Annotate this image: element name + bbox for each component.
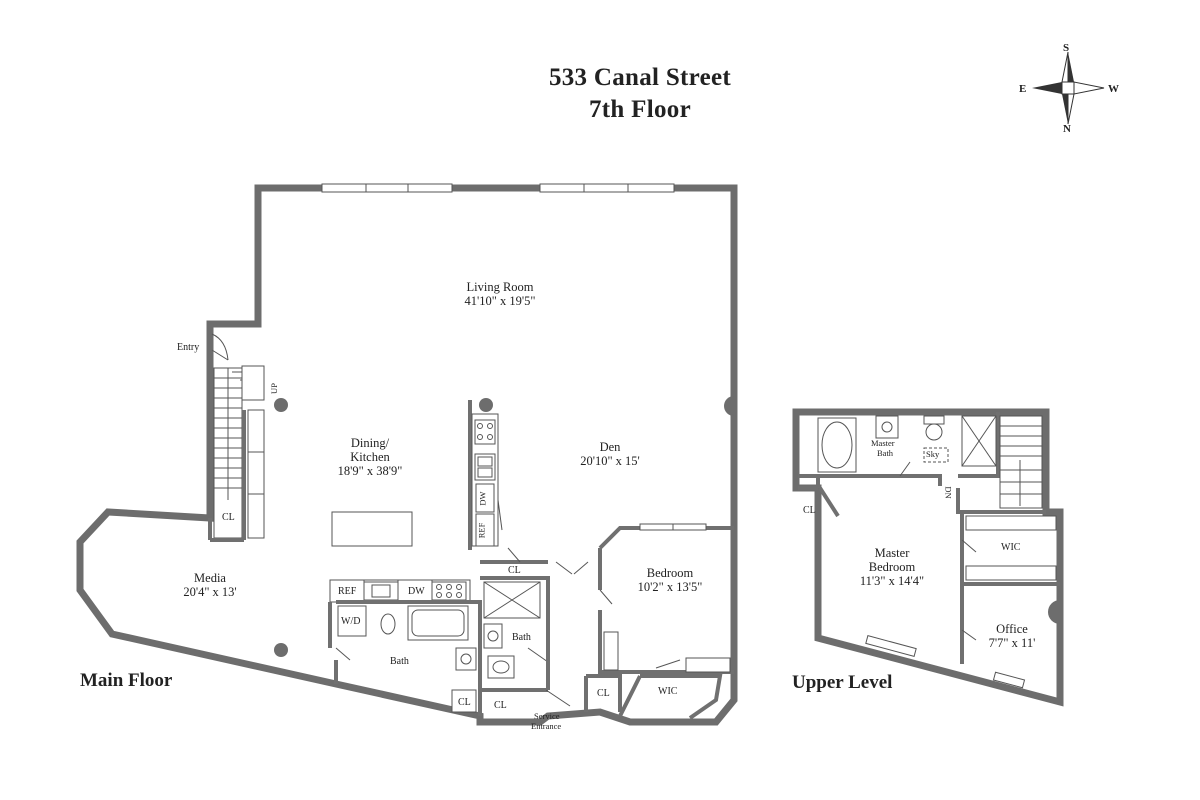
plan-address: 533 Canal Street <box>548 64 732 91</box>
compass-rose-icon <box>1032 51 1105 125</box>
compass-n: N <box>1063 123 1071 135</box>
room-office-name: Office <box>996 622 1028 636</box>
room-master-name1: Master <box>874 546 910 560</box>
room-master-dims: 11'3" x 14'4" <box>859 574 925 588</box>
plan-floor: 7th Floor <box>589 96 691 123</box>
label-cl-stair: CL <box>222 512 235 523</box>
room-den-dims: 20'10" x 15' <box>580 454 640 468</box>
room-bedroom-name: Bedroom <box>646 566 694 580</box>
room-den: Den 20'10" x 15' <box>560 440 660 468</box>
room-bedroom-dims: 10'2" x 13'5" <box>637 580 703 594</box>
room-office-dims: 7'7" x 11' <box>988 636 1036 650</box>
room-dining-name2: Kitchen <box>350 450 390 464</box>
room-living-name: Living Room <box>466 280 534 294</box>
label-cl-bath2-bottom: CL <box>494 700 507 711</box>
label-cl-hall: CL <box>597 688 610 699</box>
room-dining-dims: 18'9" x 38'9" <box>337 464 403 478</box>
label-cl-bath2-top: CL <box>508 565 521 576</box>
room-den-name: Den <box>599 440 621 454</box>
compass-s: S <box>1063 42 1070 54</box>
room-living: Living Room 41'10" x 19'5" <box>440 280 560 308</box>
label-service-2: Entrance <box>531 721 562 731</box>
room-bedroom: Bedroom 10'2" x 13'5" <box>620 566 720 594</box>
compass-w: W <box>1108 83 1119 95</box>
room-master-name2: Bedroom <box>868 560 916 574</box>
label-master-bath-2: Bath <box>877 448 894 458</box>
room-master-bedroom: Master Bedroom 11'3" x 14'4" <box>842 546 942 588</box>
room-dining-name1: Dining/ <box>350 436 390 450</box>
label-bath-1: Bath <box>390 656 409 667</box>
label-wic-upper: WIC <box>1001 542 1021 553</box>
label-ref-vertical: REF <box>476 522 487 539</box>
section-main-floor: Main Floor <box>80 670 173 691</box>
label-master-bath-1: Master <box>871 438 895 448</box>
room-office: Office 7'7" x 11' <box>972 622 1052 650</box>
label-cl-upper: CL <box>803 505 816 516</box>
room-media-name: Media <box>194 571 226 585</box>
section-upper-level: Upper Level <box>792 672 893 693</box>
room-dining-kitchen: Dining/ Kitchen 18'9" x 38'9" <box>320 436 420 478</box>
label-wd: W/D <box>341 616 361 627</box>
label-wic: WIC <box>658 686 678 697</box>
label-dn: DN <box>943 486 954 499</box>
room-media: Media 20'4" x 13' <box>160 571 260 599</box>
label-dw-vertical: DW <box>477 491 488 506</box>
label-sky: Sky <box>926 449 940 459</box>
label-entry: Entry <box>177 342 200 353</box>
label-cl-bath1: CL <box>458 697 471 708</box>
label-dw-bottom: DW <box>408 586 425 597</box>
room-media-dims: 20'4" x 13' <box>183 585 237 599</box>
label-up: UP <box>268 383 279 394</box>
label-bath-2: Bath <box>512 632 531 643</box>
label-service-1: Service <box>534 711 560 721</box>
compass-e: E <box>1019 83 1027 95</box>
label-ref-bottom: REF <box>338 586 357 597</box>
room-living-dims: 41'10" x 19'5" <box>464 294 536 308</box>
